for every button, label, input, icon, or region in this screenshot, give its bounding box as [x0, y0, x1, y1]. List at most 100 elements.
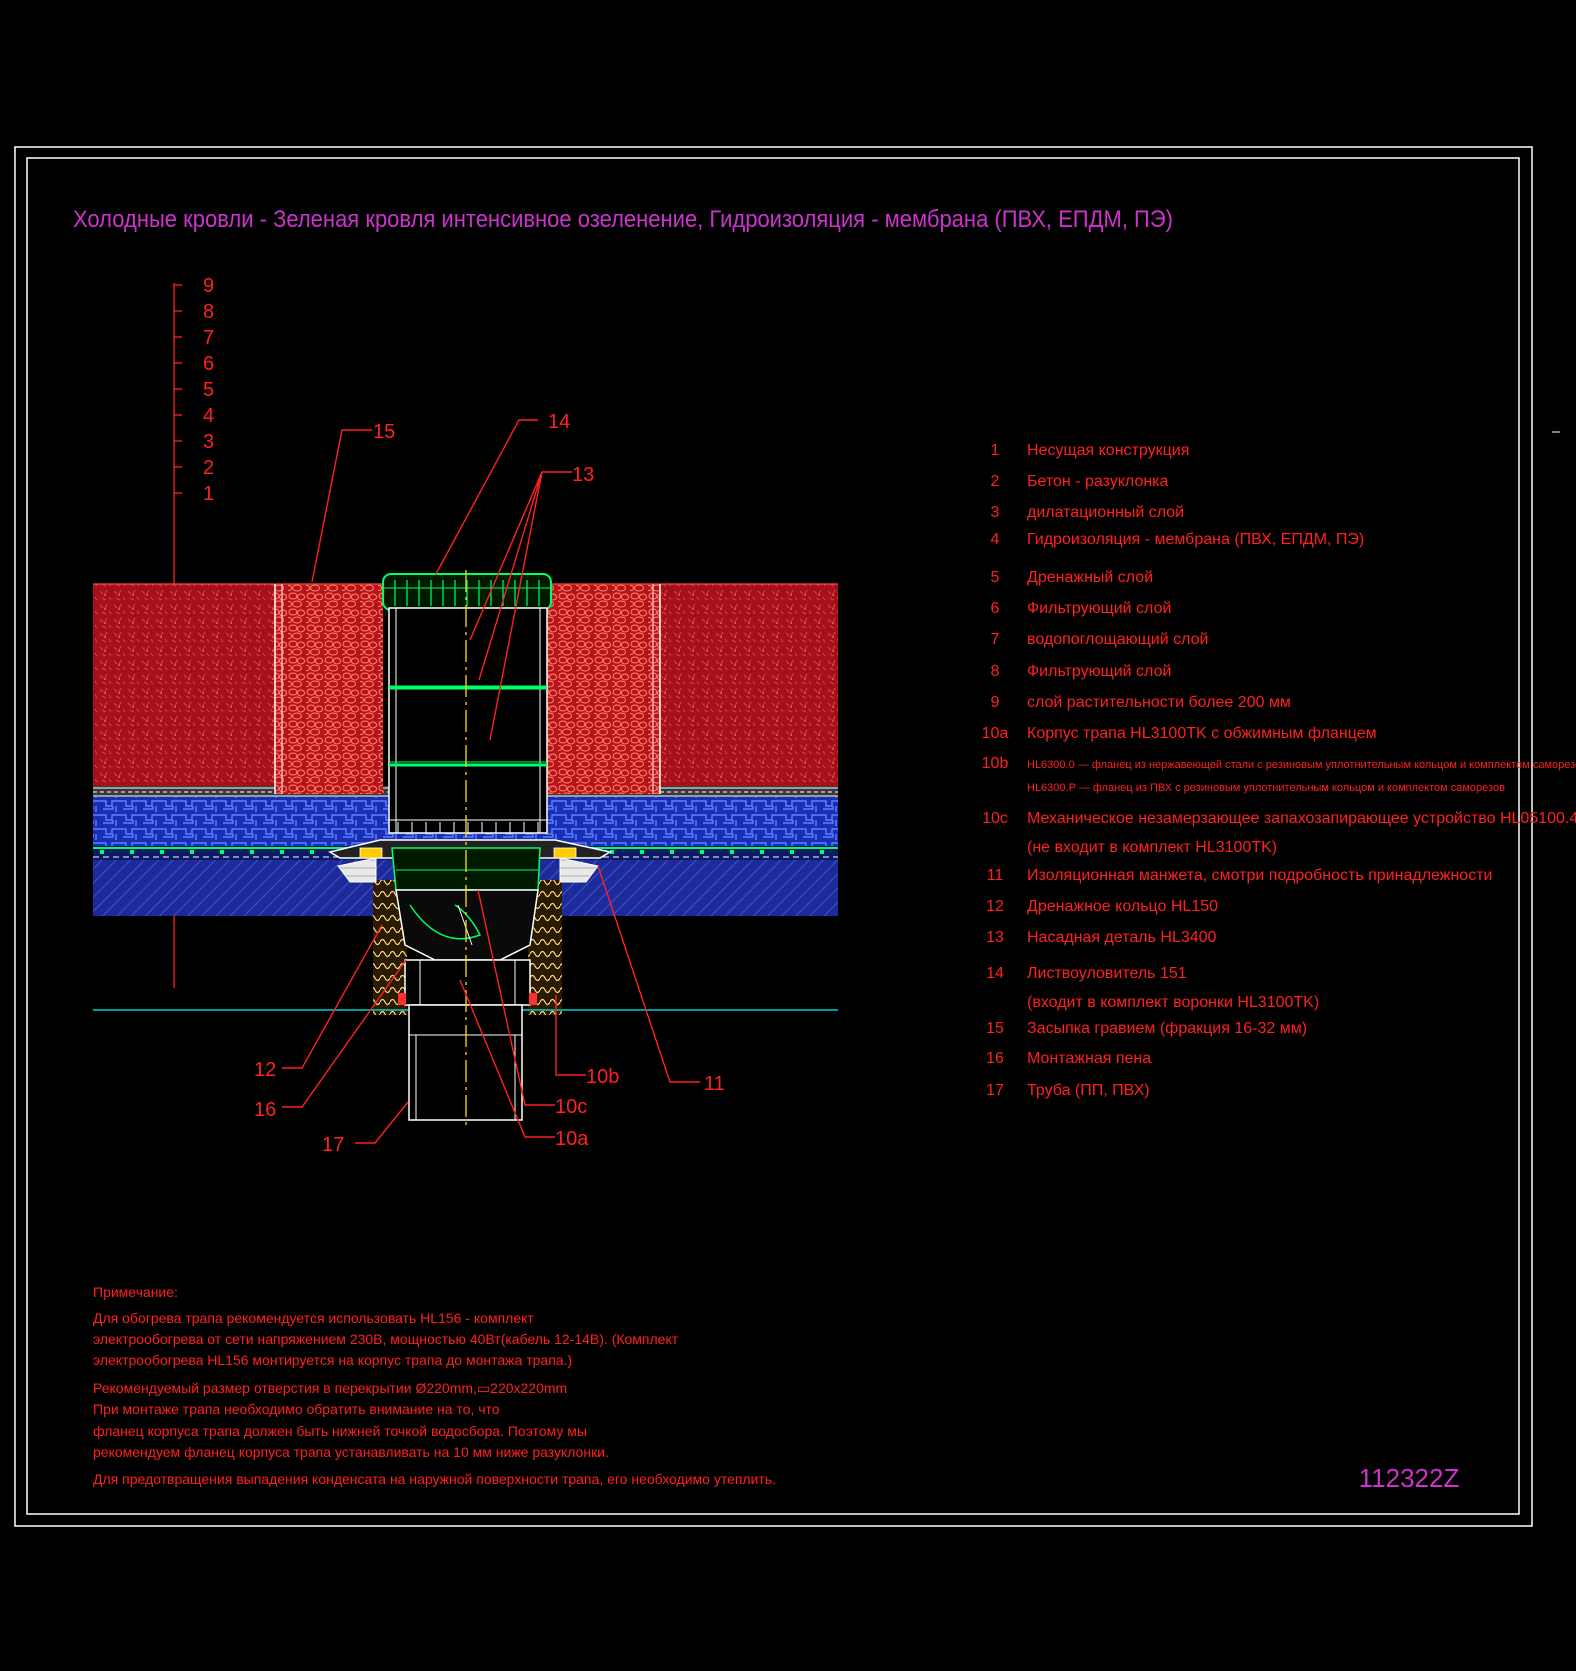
legend-text: HL6300.0 — фланец из нержавеющей стали с… [1027, 759, 1576, 771]
legend-number: 10c [982, 810, 1008, 827]
legend-number: 5 [991, 569, 1000, 586]
legend-item: 15 Засыпка гравием (фракция 16-32 мм) [986, 1020, 1307, 1037]
legend-text: Дренажный слой [1027, 569, 1153, 586]
note-line: Рекомендуемый размер отверстия в перекры… [93, 1380, 567, 1396]
legend-text: Засыпка гравием (фракция 16-32 мм) [1027, 1020, 1307, 1037]
legend-number: 11 [987, 867, 1004, 884]
legend-text: Бетон - разуклонка [1027, 473, 1169, 490]
gravel-fill-right [547, 584, 660, 794]
legend-text: водопоглощающий слой [1027, 631, 1208, 648]
drain-body [395, 889, 539, 961]
legend-text: (не входит в комплект HL3100TK) [1027, 839, 1277, 856]
legend-text: Фильтрующий слой [1027, 600, 1171, 617]
legend-item: 10a Корпус трапа HL3100TK с обжимным флан… [982, 725, 1377, 742]
legend-item: 10b HL6300.0 — фланец из нержавеющей стал… [982, 755, 1576, 794]
legend-number: 10a [982, 725, 1009, 742]
vegetation-layer-right [660, 584, 838, 786]
note-line: Для обогрева трапа рекомендуется использ… [93, 1310, 534, 1326]
legend-item: 1 Несущая конструкция [991, 442, 1190, 459]
scale-number: 1 [203, 483, 214, 505]
callout-10c: 10c [555, 1096, 587, 1118]
scale-number: 9 [203, 275, 214, 297]
legend-text: слой растительности более 200 мм [1027, 694, 1291, 711]
scale-number: 2 [203, 457, 214, 479]
legend-text: Монтажная пена [1027, 1050, 1151, 1067]
legend-number: 16 [986, 1050, 1004, 1067]
scale-number: 7 [203, 327, 214, 349]
legend-text: Механическое незамерзающее запахозапираю… [1027, 810, 1576, 827]
inner-frame [26, 157, 1520, 1515]
callout-11: 11 [704, 1073, 725, 1095]
callout-16: 16 [254, 1099, 276, 1121]
scale-number: 8 [203, 301, 214, 323]
legend-number: 1 [991, 442, 1000, 459]
legend-text: Дренажное кольцо HL150 [1027, 898, 1218, 915]
legend-item: 17 Труба (ПП, ПВХ) [986, 1082, 1150, 1099]
legend-number: 17 [986, 1082, 1004, 1099]
legend-number: 15 [986, 1020, 1004, 1037]
legend-number: 7 [991, 631, 1000, 648]
legend-number: 12 [986, 898, 1004, 915]
notes-heading: Примечание: [93, 1284, 178, 1300]
legend-text: Несущая конструкция [1027, 442, 1189, 459]
legend-item: 5 Дренажный слой [991, 569, 1154, 586]
legend-number: 6 [991, 600, 1000, 617]
note-line: фланец корпуса трапа должен быть нижней … [93, 1423, 587, 1439]
callout-10a: 10a [555, 1128, 589, 1150]
legend-text: (входит в комплект воронки HL3100TK) [1027, 994, 1319, 1011]
legend-text: Корпус трапа HL3100TK с обжимным фланцем [1027, 725, 1377, 742]
note-line: рекомендуем фланец корпуса трапа устанав… [93, 1444, 609, 1460]
legend-item: 8 Фильтрующий слой [991, 663, 1172, 680]
legend-item: 3 дилатационный слой [991, 504, 1185, 521]
legend-text: Изоляционная манжета, смотри подробность… [1027, 867, 1492, 884]
legend-item: 13 Насадная деталь HL3400 [986, 929, 1216, 946]
legend-item: 16 Монтажная пена [986, 1050, 1151, 1067]
legend-item: 4 Гидроизоляция - мембрана (ПВХ, ЕПДМ, ПЭ… [991, 531, 1365, 548]
extension-body [388, 607, 548, 834]
note-line: Для предотвращения выпадения конденсата … [93, 1471, 776, 1487]
legend-number: 3 [991, 504, 1000, 521]
scale-number: 5 [203, 379, 214, 401]
legend-text: Труба (ПП, ПВХ) [1027, 1082, 1150, 1099]
callout-13: 13 [572, 464, 594, 486]
drawing-code: 112322Z [1359, 1463, 1460, 1493]
legend-number: 2 [991, 473, 1000, 490]
legend-number: 10b [982, 755, 1009, 772]
note-line: электрообогрева HL156 монтируется на кор… [93, 1352, 572, 1368]
legend-item: 10c Механическое незамерзающее запахозапи… [982, 810, 1576, 856]
legend-number: 13 [986, 929, 1004, 946]
leader-lines [282, 419, 700, 1144]
callout-labels: 15 14 13 12 16 17 10b 10c 10a 11 [254, 411, 725, 1156]
drawing-title: Холодные кровли - Зеленая кровля интенси… [73, 206, 1173, 233]
legend: 1 Несущая конструкция 2 Бетон - разуклонка 3… [982, 442, 1576, 1099]
note-line: При монтаже трапа необходимо обратить вн… [93, 1401, 500, 1417]
legend-text: Листвоуловитель 151 [1027, 965, 1187, 982]
legend-text: дилатационный слой [1027, 504, 1184, 521]
vegetation-layer-left [93, 584, 275, 786]
scale-number: 4 [203, 405, 214, 427]
legend-text: Гидроизоляция - мембрана (ПВХ, ЕПДМ, ПЭ) [1027, 531, 1364, 548]
note-line: электрообогрева от сети напряжением 230В… [93, 1331, 679, 1347]
callout-15: 15 [373, 421, 395, 443]
legend-text: Фильтрующий слой [1027, 663, 1171, 680]
legend-item: 2 Бетон - разуклонка [991, 473, 1169, 490]
gravel-fill-left [275, 584, 383, 794]
legend-item: 11 Изоляционная манжета, смотри подробнос… [987, 867, 1493, 884]
legend-number: 4 [991, 531, 1000, 548]
legend-item: 12 Дренажное кольцо HL150 [986, 898, 1218, 915]
legend-number: 8 [991, 663, 1000, 680]
legend-text: Насадная деталь HL3400 [1027, 929, 1217, 946]
drainage-ring [337, 857, 377, 883]
legend-text: HL6300.P — фланец из ПВХ с резиновым упл… [1027, 782, 1505, 794]
legend-item: 7 водопоглощающий слой [991, 631, 1209, 648]
callout-12: 12 [254, 1059, 276, 1081]
callout-14: 14 [548, 411, 570, 433]
scale-number: 6 [203, 353, 214, 375]
drain-assembly [328, 570, 613, 1130]
notes: Примечание: Для обогрева трапа рекоменду… [93, 1284, 776, 1487]
callout-17: 17 [322, 1134, 344, 1156]
callout-10b: 10b [586, 1066, 619, 1088]
